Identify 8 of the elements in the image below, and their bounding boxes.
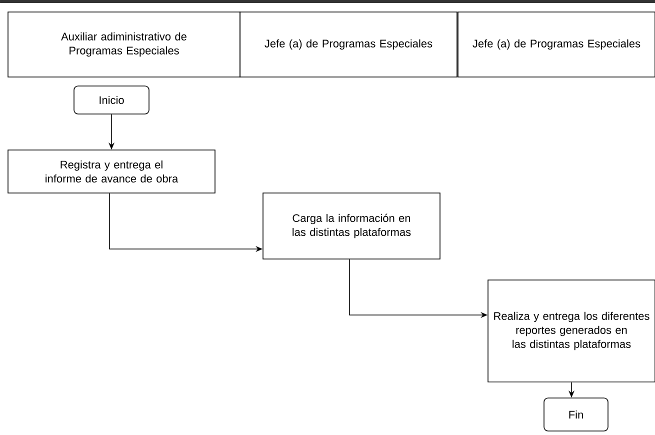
lane-header: Jefe (a) de Programas Especiales bbox=[458, 12, 655, 78]
process-box: Realiza y entrega los diferentes reportes generados en las distintas plataformas bbox=[488, 280, 655, 382]
process-box: Carga la información en las distintas plataformas bbox=[262, 192, 440, 260]
lane-header: Auxiliar adiministrativo de Programas Especiales bbox=[8, 12, 240, 78]
process-box: Registra y entrega el informe de avance de obra bbox=[8, 150, 216, 194]
start-terminal: Inicio bbox=[74, 86, 150, 114]
end-terminal: Fin bbox=[544, 398, 608, 432]
lane-header: Jefe (a) de Programas Especiales bbox=[240, 12, 458, 78]
